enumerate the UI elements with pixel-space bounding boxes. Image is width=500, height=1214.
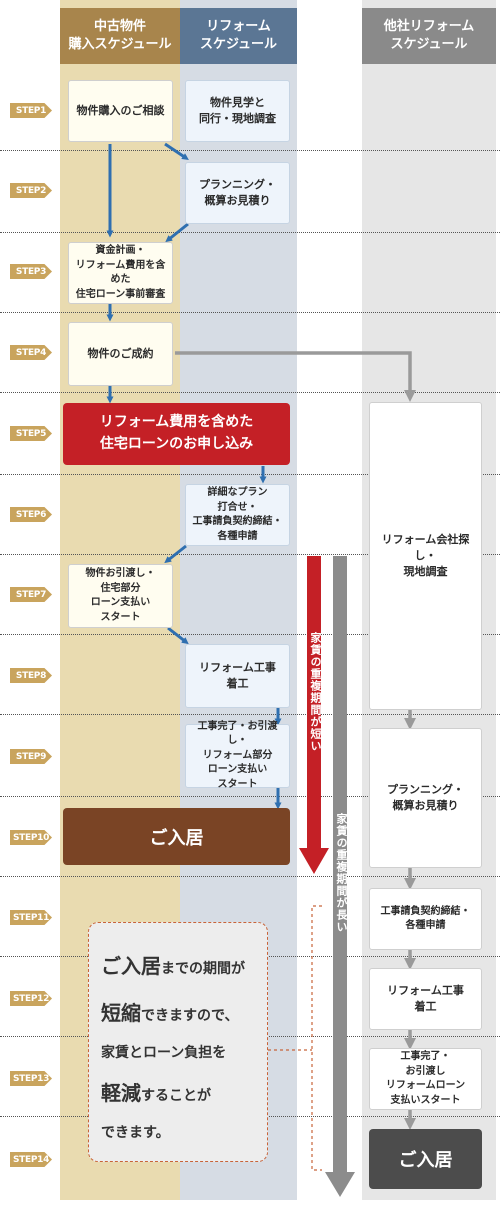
other-box-construction: リフォーム工事 着工 <box>369 968 482 1030</box>
row-divider <box>0 634 500 635</box>
row-divider <box>0 714 500 715</box>
box-handover: 物件お引渡し・ 住宅部分 ローン支払い スタート <box>68 564 173 628</box>
step-tag-4: STEP4 <box>10 345 52 360</box>
box-detail-plan: 詳細なプラン 打合せ・ 工事請負契約締結・ 各種申請 <box>185 484 290 546</box>
other-box-planning: プランニング・ 概算お見積り <box>369 728 482 868</box>
arrow <box>164 544 187 564</box>
step-tag-12: STEP12 <box>10 991 52 1006</box>
rent-short-label: 家賃の重複期間が短い <box>309 632 322 752</box>
row-divider <box>0 392 500 393</box>
message-line-4: 軽減することが <box>101 1080 211 1105</box>
arrow <box>164 142 189 160</box>
row-divider <box>0 796 500 797</box>
step-tag-14: STEP14 <box>10 1152 52 1167</box>
row-divider <box>0 150 500 151</box>
box-loan-apply: リフォーム費用を含めた 住宅ローンのお申し込み <box>63 403 290 465</box>
box-completion: 工事完了・お引渡し・ リフォーム部分 ローン支払い スタート <box>185 721 290 790</box>
row-divider <box>0 876 500 877</box>
purchase-column-header: 中古物件 購入スケジュール <box>60 8 180 64</box>
step-tag-13: STEP13 <box>10 1071 52 1086</box>
step-tag-10: STEP10 <box>10 830 52 845</box>
message-line-5: できます。 <box>101 1124 170 1141</box>
step-tag-11: STEP11 <box>10 910 52 925</box>
box-survey: 物件見学と 同行・現地調査 <box>185 80 290 142</box>
step-tag-3: STEP3 <box>10 264 52 279</box>
message-line-2: 短縮できますので、 <box>101 1001 239 1025</box>
other-box-search: リフォーム会社探し・ 現地調査 <box>369 402 482 710</box>
arrow <box>175 351 416 402</box>
arrow <box>167 626 189 645</box>
bracket <box>311 905 322 1171</box>
other-box-move-in: ご入居 <box>369 1129 482 1189</box>
step-tag-6: STEP6 <box>10 507 52 522</box>
box-funding: 資金計画・ リフォーム費用を含めた 住宅ローン事前審査 <box>68 242 173 304</box>
step-tag-9: STEP9 <box>10 749 52 764</box>
box-move-in: ご入居 <box>63 808 290 865</box>
rent-short-arrow <box>299 556 329 874</box>
box-construction: リフォーム工事 着工 <box>185 644 290 708</box>
other-box-completion: 工事完了・ お引渡し リフォームローン 支払いスタート <box>369 1048 482 1110</box>
row-divider <box>0 474 500 475</box>
step-tag-8: STEP8 <box>10 668 52 683</box>
rent-long-arrow <box>325 556 355 1197</box>
rent-long-label: 家賃の重複期間が長い <box>335 813 348 933</box>
reform-column-header: リフォーム スケジュール <box>180 8 297 64</box>
box-consult: 物件購入のご相談 <box>68 80 173 142</box>
box-planning: プランニング・ 概算お見積り <box>185 162 290 224</box>
row-divider <box>0 554 500 555</box>
row-divider <box>0 232 500 233</box>
other-column-header: 他社リフォーム スケジュール <box>362 8 496 64</box>
arrow <box>165 222 189 243</box>
step-tag-7: STEP7 <box>10 587 52 602</box>
message-line-3: 家賃とローン負担を <box>101 1045 227 1061</box>
other-box-contract: 工事請負契約締結・ 各種申請 <box>369 888 482 950</box>
box-contract: 物件のご成約 <box>68 322 173 386</box>
row-divider <box>0 312 500 313</box>
benefit-message: ご入居までの期間が 短縮できますので、 家賃とローン負担を 軽減することが でき… <box>88 922 268 1162</box>
step-tag-1: STEP1 <box>10 103 52 118</box>
message-line-1: ご入居までの期間が <box>101 954 245 978</box>
step-tag-5: STEP5 <box>10 426 52 441</box>
step-tag-2: STEP2 <box>10 183 52 198</box>
